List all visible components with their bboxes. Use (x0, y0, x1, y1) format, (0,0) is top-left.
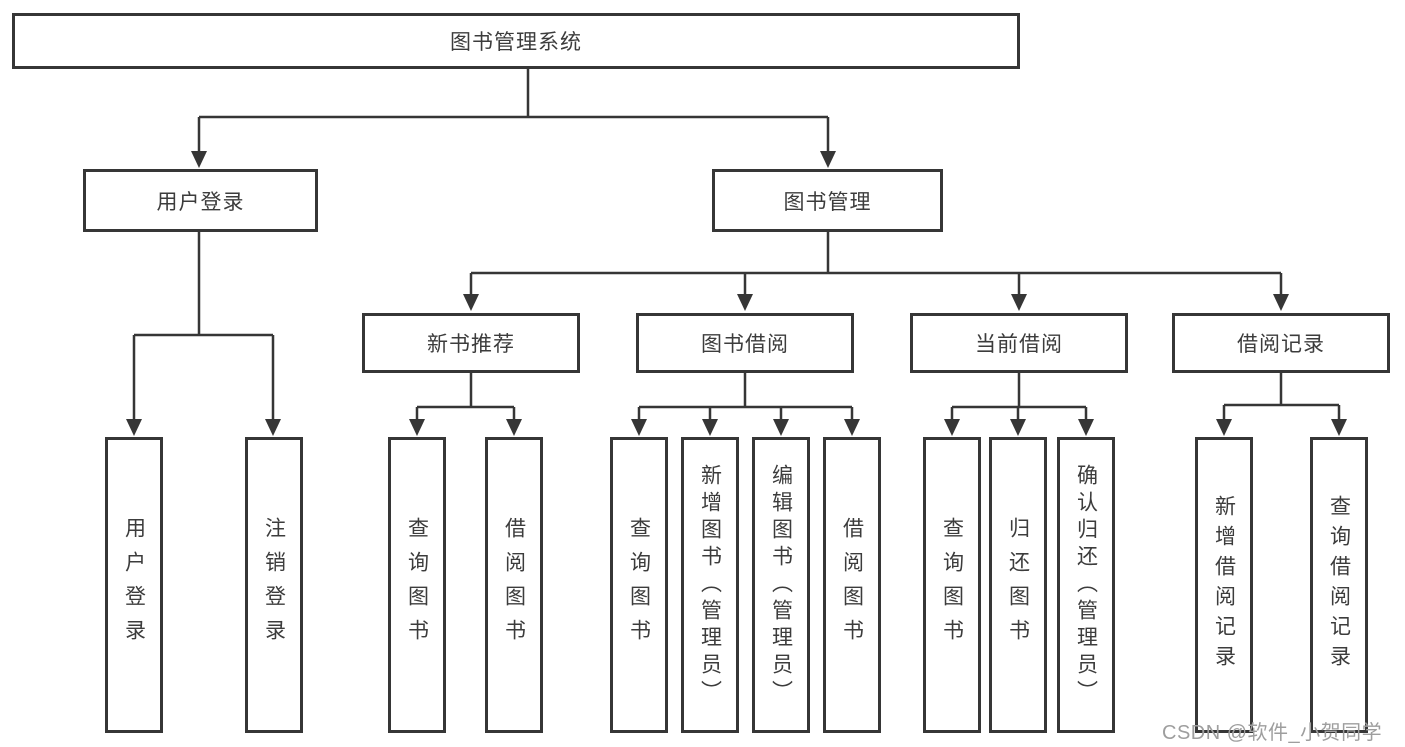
arrowhead-icon (1010, 419, 1026, 436)
arrowhead-icon (844, 419, 860, 436)
node-label: 新增图书（管理员） (698, 463, 722, 707)
leaf-borrow-books: 借阅图书 (823, 437, 881, 733)
node-current-borrowing: 当前借阅 (910, 313, 1128, 373)
leaf-query-borrow-record: 查询借阅记录 (1310, 437, 1368, 733)
leaf-query-books-current: 查询图书 (923, 437, 981, 733)
node-label: 当前借阅 (975, 333, 1063, 356)
arrowhead-icon (737, 294, 753, 311)
node-label: 借阅记录 (1237, 333, 1325, 356)
node-label: 新增借阅记录 (1212, 495, 1236, 675)
leaf-edit-books-admin: 编辑图书（管理员） (752, 437, 810, 733)
node-label: 借阅图书 (840, 517, 864, 653)
arrowhead-icon (1273, 294, 1289, 311)
arrowhead-icon (1011, 294, 1027, 311)
csdn-watermark: CSDN @软件_小贺同学 (1162, 722, 1383, 744)
arrowhead-icon (773, 419, 789, 436)
arrowhead-icon (1078, 419, 1094, 436)
node-label: 查询借阅记录 (1327, 495, 1351, 675)
arrowhead-icon (126, 419, 142, 436)
arrowhead-icons (126, 151, 1347, 436)
leaf-return-books: 归还图书 (989, 437, 1047, 733)
leaf-query-books-recommend: 查询图书 (388, 437, 446, 733)
arrowhead-icon (265, 419, 281, 436)
arrowhead-icon (463, 294, 479, 311)
node-book-borrowing: 图书借阅 (636, 313, 854, 373)
node-borrowing-records: 借阅记录 (1172, 313, 1390, 373)
arrowhead-icon (1331, 419, 1347, 436)
node-label: 用户登录 (122, 517, 146, 653)
node-label: 查询图书 (405, 517, 429, 653)
node-label: 确认归还（管理员） (1074, 463, 1098, 707)
node-new-book-recommendation: 新书推荐 (362, 313, 580, 373)
node-label: 用户登录 (156, 190, 245, 214)
leaf-logout: 注销登录 (245, 437, 303, 733)
node-label: 编辑图书（管理员） (769, 463, 793, 707)
node-label: 借阅图书 (502, 517, 526, 653)
arrowhead-icon (191, 151, 207, 168)
node-label: 归还图书 (1006, 517, 1030, 653)
arrowhead-icon (631, 419, 647, 436)
leaf-user-login: 用户登录 (105, 437, 163, 733)
arrowhead-icon (409, 419, 425, 436)
arrowhead-icon (820, 151, 836, 168)
leaf-confirm-return-admin: 确认归还（管理员） (1057, 437, 1115, 733)
node-user-login: 用户登录 (83, 169, 318, 232)
arrowhead-icon (702, 419, 718, 436)
leaf-query-books-borrowing: 查询图书 (610, 437, 668, 733)
node-label: 查询图书 (940, 517, 964, 653)
node-label: 注销登录 (262, 517, 286, 653)
node-library-management-system: 图书管理系统 (12, 13, 1020, 69)
leaf-borrow-books-recommend: 借阅图书 (485, 437, 543, 733)
leaf-add-borrow-record: 新增借阅记录 (1195, 437, 1253, 733)
tree-edges (132, 69, 1341, 421)
node-label: 查询图书 (627, 517, 651, 653)
arrowhead-icon (506, 419, 522, 436)
node-label: 图书管理 (783, 190, 872, 214)
arrowhead-icon (944, 419, 960, 436)
node-label: 新书推荐 (427, 333, 515, 356)
node-label: 图书管理系统 (450, 31, 582, 54)
arrowhead-icon (1216, 419, 1232, 436)
node-label: 图书借阅 (701, 333, 789, 356)
leaf-add-books-admin: 新增图书（管理员） (681, 437, 739, 733)
node-book-management: 图书管理 (712, 169, 943, 232)
